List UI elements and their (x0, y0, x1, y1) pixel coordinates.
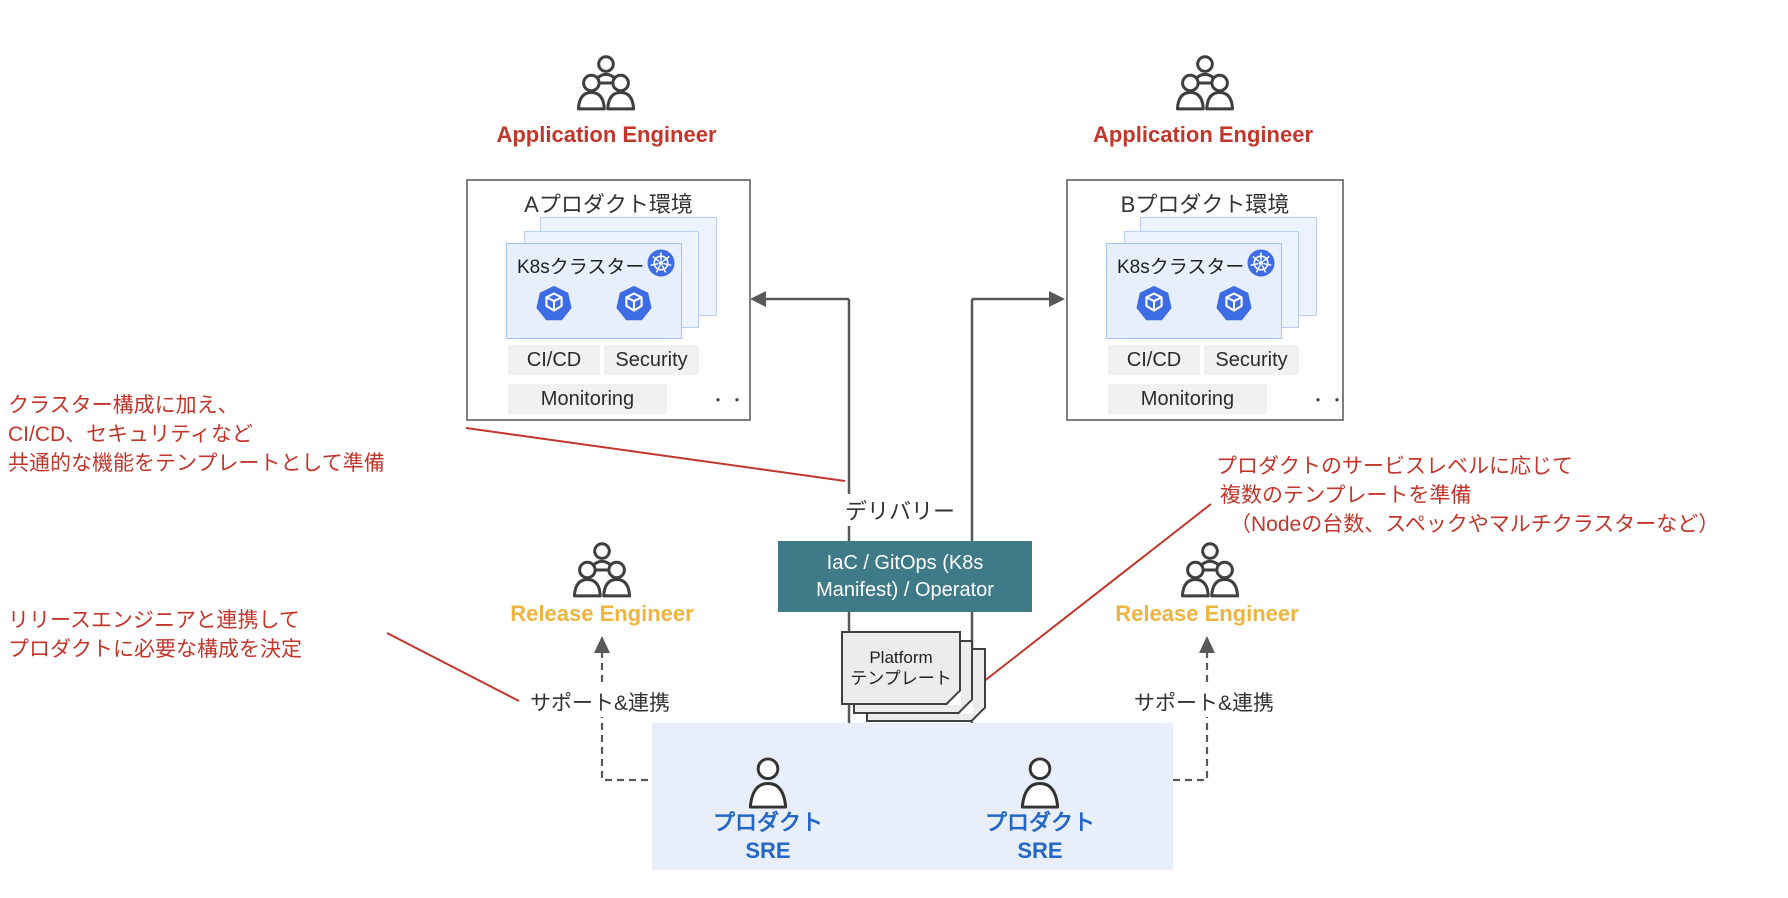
leader-release-collab (386, 632, 520, 702)
product-sre-right-label: プロダクト SRE (970, 809, 1110, 865)
monitoring-chip: Monitoring (508, 384, 667, 414)
people-group-icon (571, 541, 633, 599)
support-label-left: サポート&連携 (527, 687, 674, 717)
env-a-title: Aプロダクト環境 (524, 192, 693, 217)
annotation-common-features: クラスター構成に加え、 CI/CD、セキュリティなど 共通的な機能をテンプレート… (8, 391, 385, 478)
sre-right-line1: プロダクト (984, 810, 1095, 835)
arrowhead-to-env-a (750, 291, 766, 307)
more-features-dots: ・・ (1310, 393, 1349, 410)
pod-icon (535, 284, 573, 322)
sre-left-line1: プロダクト (712, 810, 823, 835)
iac-gitops-line1: IaC / GitOps (K8s (826, 551, 984, 574)
annotation-line: CI/CD、セキュリティなど (8, 423, 253, 446)
sre-right-line2: SRE (1017, 838, 1063, 863)
pod-icon (1215, 284, 1253, 322)
annotation-service-level: プロダクトのサービスレベルに応じて 複数のテンプレートを準備 （Nodeの台数、… (1216, 452, 1719, 539)
annotation-line: プロダクトに必要な構成を決定 (8, 638, 302, 661)
people-group-icon (1179, 541, 1241, 599)
annotation-line: リリースエンジニアと連携して (8, 609, 300, 632)
env-box-b: Bプロダクト環境 K8sクラスター CI/CD Security Monitor… (1066, 179, 1345, 421)
delivery-label: デリバリー (841, 494, 960, 526)
sre-left-line2: SRE (745, 838, 791, 863)
application-engineer-b-label: Application Engineer (1092, 122, 1314, 147)
template-paper-front: Platform テンプレート (841, 631, 961, 706)
person-icon (1020, 756, 1060, 809)
monitoring-chip: Monitoring (1108, 384, 1267, 414)
platform-template-line2: テンプレート (850, 669, 952, 688)
application-engineer-a-label: Application Engineer (496, 122, 717, 147)
product-sre-zone (652, 723, 1173, 870)
leader-common-features (465, 427, 846, 482)
arrowhead-to-env-b (1049, 291, 1065, 307)
people-group-icon (1174, 54, 1236, 112)
annotation-line: （Nodeの台数、スペックやマルチクラスターなど） (1230, 513, 1720, 536)
pod-icon (1135, 284, 1173, 322)
annotation-leader-lines (386, 427, 1212, 702)
annotation-line: クラスター構成に加え、 (8, 394, 239, 417)
product-sre-left-label: プロダクト SRE (698, 809, 838, 865)
kubernetes-icon (647, 249, 675, 277)
cicd-chip: CI/CD (508, 345, 600, 375)
arrowhead-up-right (1199, 636, 1215, 653)
env-box-a: Aプロダクト環境 K8sクラスター CI/CD Security Monitor… (466, 179, 751, 421)
iac-gitops-box: IaC / GitOps (K8s Manifest) / Operator (778, 541, 1032, 612)
support-label-right: サポート&連携 (1131, 687, 1278, 717)
security-chip: Security (604, 345, 699, 375)
pod-icon (615, 284, 653, 322)
annotation-line: プロダクトのサービスレベルに応じて (1216, 455, 1573, 478)
k8s-cluster-card: K8sクラスター (506, 243, 682, 339)
release-engineer-right-label: Release Engineer (1115, 601, 1299, 626)
more-features-dots: ・・ (710, 393, 749, 410)
release-engineer-left-label: Release Engineer (510, 601, 694, 626)
platform-template-stack: Platform テンプレート (841, 631, 986, 723)
people-group-icon (575, 54, 637, 112)
platform-template-line1: Platform (869, 648, 933, 667)
k8s-cluster-label: K8sクラスター (517, 257, 645, 278)
security-chip: Security (1204, 345, 1299, 375)
person-icon (748, 756, 788, 809)
leader-service-level (982, 503, 1212, 683)
iac-gitops-line2: Manifest) / Operator (816, 578, 994, 601)
cicd-chip: CI/CD (1108, 345, 1200, 375)
annotation-release-collab: リリースエンジニアと連携して プロダクトに必要な構成を決定 (8, 606, 302, 664)
arrowhead-up-left (594, 636, 610, 653)
annotation-line: 共通的な機能をテンプレートとして準備 (8, 452, 385, 475)
k8s-cluster-label: K8sクラスター (1117, 257, 1245, 278)
env-b-title: Bプロダクト環境 (1120, 192, 1290, 217)
k8s-cluster-card: K8sクラスター (1106, 243, 1282, 339)
annotation-line: 複数のテンプレートを準備 (1220, 484, 1472, 507)
kubernetes-icon (1247, 249, 1275, 277)
